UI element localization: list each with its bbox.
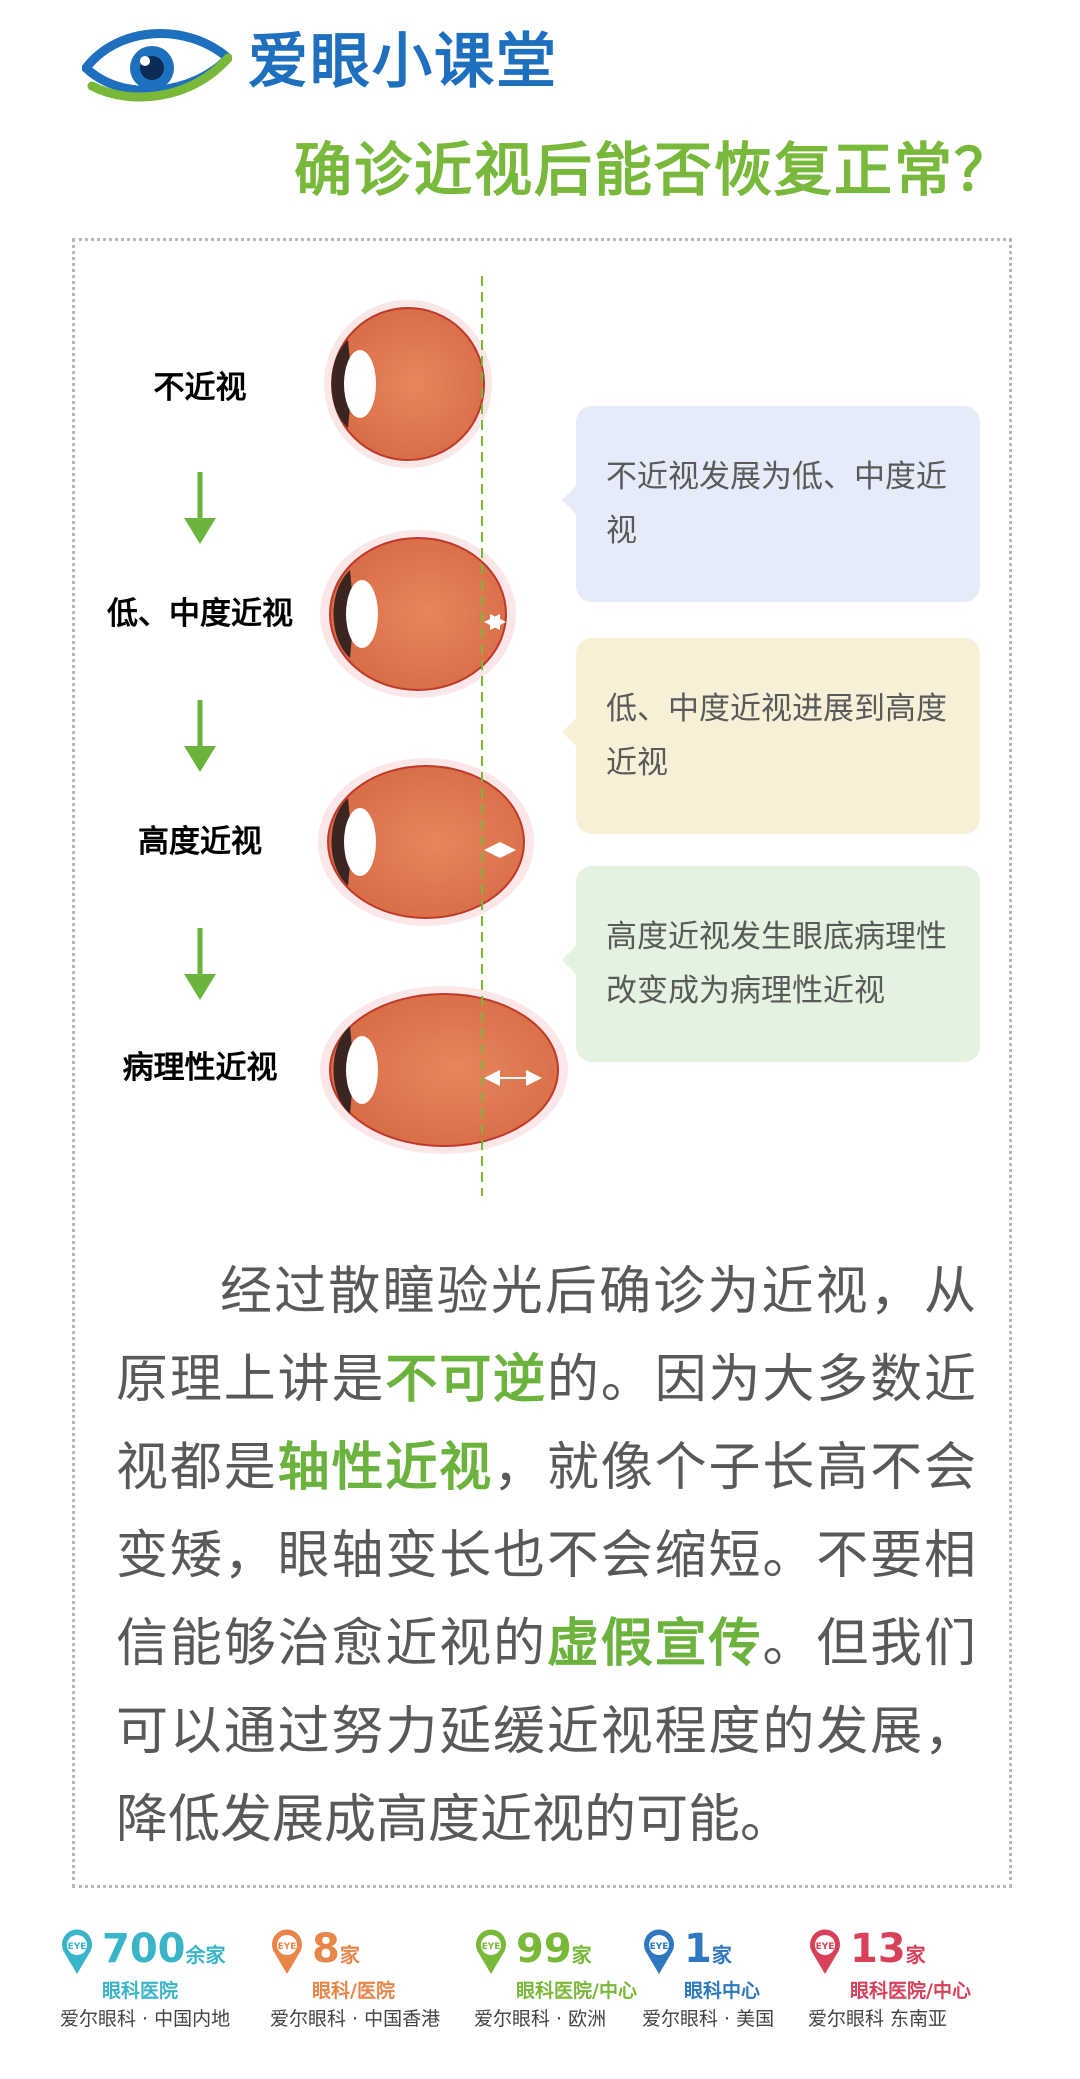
location-pin-icon: EYE	[62, 1929, 92, 1974]
content-frame	[72, 238, 1012, 1888]
location-pin-icon: EYE	[272, 1929, 302, 1974]
down-arrow-icon	[184, 928, 216, 1000]
stat-region: 爱尔眼科 · 中国内地	[60, 2008, 231, 2030]
brand-title: 爱眼小课堂	[248, 27, 558, 97]
eyeball-pathologic	[320, 986, 568, 1154]
stat-region: 爱尔眼科 · 欧洲	[474, 2008, 607, 2030]
callout-low-to-high: 低、中度近视进展到高度近视	[562, 638, 980, 834]
eyeball-low-moderate	[320, 530, 516, 698]
stat-region: 爱尔眼科 东南亚	[808, 2008, 948, 2030]
stat-type: 眼科医院/中心	[850, 1980, 971, 2002]
stage-label-low-moderate: 低、中度近视	[106, 596, 293, 632]
location-pin-icon: EYE	[476, 1929, 506, 1974]
callout-normal-to-low: 不近视发展为低、中度近视	[562, 406, 980, 602]
page-title: 确诊近视后能否恢复正常？	[293, 136, 1014, 204]
location-pin-icon: EYE	[810, 1929, 840, 1974]
stat-number: 8家	[312, 1926, 360, 1972]
stat-type: 眼科/医院	[312, 1980, 395, 2002]
myopia-progression-diagram: 不近视 低、中度近视 高度近视 病理性近视	[106, 276, 568, 1196]
stat-type: 眼科医院/中心	[516, 1980, 637, 2002]
pin-text: EYE	[68, 1942, 87, 1952]
stage-label-normal: 不近视	[154, 370, 247, 406]
location-pin-icon: EYE	[644, 1929, 674, 1974]
callout-high-to-pathologic: 高度近视发生眼底病理性改变成为病理性近视	[562, 866, 980, 1062]
paragraph-text: ，就像个子长高不会变矮，眼轴变长也不会缩短。不要相信能够治愈近视的	[116, 1438, 976, 1674]
stage-label-pathologic: 病理性近视	[123, 1050, 278, 1086]
footer-stats: EYE 700余家 眼科医院 爱尔眼科 · 中国内地 EYE 8家 眼科/医院 …	[60, 1920, 1050, 2070]
pin-text: EYE	[482, 1942, 501, 1952]
pin-text: EYE	[816, 1942, 835, 1952]
highlight-false-advertising: 虚假宣传	[546, 1614, 763, 1674]
paragraph-text: 经过散瞳验光后确诊为近视，从原理上讲是	[116, 1262, 976, 1410]
stat-type: 眼科中心	[684, 1980, 761, 2002]
stat-region: 爱尔眼科 · 美国	[642, 2008, 775, 2030]
highlight-axial-myopia: 轴性近视	[277, 1438, 494, 1498]
pin-text: EYE	[278, 1942, 297, 1952]
stat-number: 13家	[850, 1926, 926, 1972]
down-arrow-icon	[184, 700, 216, 772]
paragraph-text: 的。因为大多数近视都是	[116, 1350, 976, 1498]
down-arrow-icon	[184, 472, 216, 544]
stat-number: 1家	[684, 1926, 732, 1972]
eyeball-normal	[324, 300, 492, 468]
stat-number: 700余家	[102, 1926, 226, 1972]
eye-logo-icon	[82, 29, 232, 102]
highlight-irreversible: 不可逆	[385, 1350, 547, 1410]
stat-region: 爱尔眼科 · 中国香港	[270, 2008, 441, 2030]
stat-type: 眼科医院	[102, 1980, 179, 2002]
stage-label-high: 高度近视	[138, 824, 262, 860]
explanation-paragraph: 经过散瞳验光后确诊为近视，从原理上讲是不可逆的。因为大多数近视都是轴性近视，就像…	[116, 1248, 976, 1864]
paragraph-text: 。但我们可以通过努力延缓近视程度的发展，降低发展成高度近视的可能。	[116, 1614, 976, 1850]
pin-text: EYE	[650, 1942, 669, 1952]
stat-number: 99家	[516, 1926, 592, 1972]
eyeball-high	[318, 758, 534, 926]
